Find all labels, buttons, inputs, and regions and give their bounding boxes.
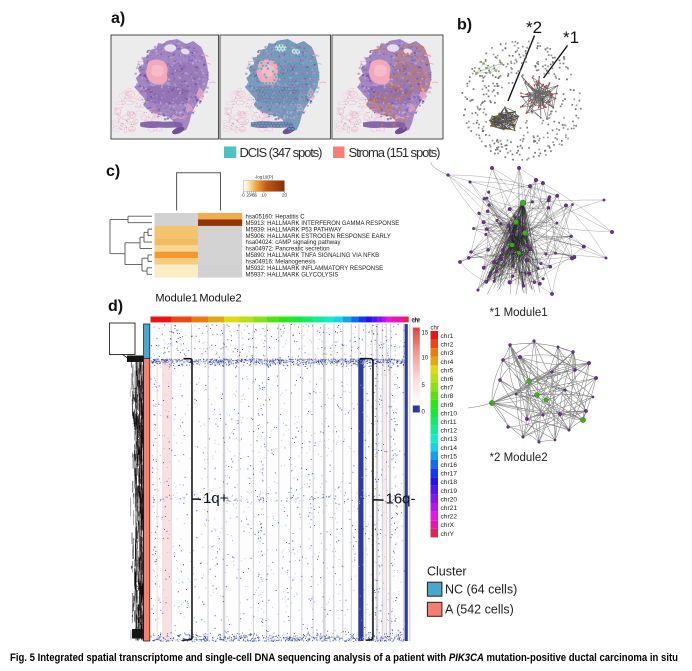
- svg-text:Cluster: Cluster: [427, 565, 467, 579]
- svg-text:20: 20: [282, 193, 288, 198]
- svg-text:M5913: HALLMARK INTERFERON GAM: M5913: HALLMARK INTERFERON GAMMA RESPONS…: [246, 221, 400, 227]
- svg-text:c): c): [106, 163, 120, 180]
- svg-text:chr5: chr5: [441, 367, 454, 374]
- svg-text:a): a): [111, 10, 125, 27]
- svg-text:4: 4: [250, 193, 253, 198]
- svg-text:chr4: chr4: [441, 359, 454, 366]
- svg-text:chr: chr: [412, 318, 420, 324]
- svg-text:chr19: chr19: [441, 488, 458, 495]
- svg-text:chr20: chr20: [441, 496, 458, 503]
- svg-text:chr13: chr13: [441, 436, 458, 443]
- svg-text:chr8: chr8: [441, 393, 454, 400]
- svg-text:*2: *2: [526, 18, 542, 37]
- svg-text:*2 Module2: *2 Module2: [490, 452, 548, 464]
- svg-text:Stroma (151 spots): Stroma (151 spots): [349, 145, 441, 160]
- svg-text:chr15: chr15: [441, 453, 458, 460]
- svg-text:DCIS (347 spots): DCIS (347 spots): [240, 145, 323, 160]
- svg-text:chr12: chr12: [441, 428, 458, 435]
- svg-text:M5906: HALLMARK ESTROGEN RESPO: M5906: HALLMARK ESTROGEN RESPONSE EARLY: [246, 234, 391, 240]
- svg-text:chr7: chr7: [441, 385, 454, 392]
- svg-text:0: 0: [242, 193, 245, 198]
- svg-text:chr17: chr17: [441, 471, 458, 478]
- svg-text:M5932: HALLMARK INFLAMMATORY R: M5932: HALLMARK INFLAMMATORY RESPONSE: [246, 266, 384, 272]
- svg-text:chr10: chr10: [441, 410, 458, 417]
- svg-text:chr: chr: [412, 319, 420, 325]
- svg-text:chrY: chrY: [441, 531, 455, 538]
- svg-text:5: 5: [422, 383, 426, 389]
- svg-text:*1: *1: [563, 28, 579, 47]
- svg-text:6: 6: [255, 193, 258, 198]
- svg-text:d): d): [108, 298, 123, 315]
- svg-text:hsa04916: Melanogenesis: hsa04916: Melanogenesis: [246, 260, 316, 266]
- svg-text:chr2: chr2: [441, 342, 454, 349]
- svg-text:chr18: chr18: [441, 479, 458, 486]
- svg-text:chr3: chr3: [441, 350, 454, 357]
- svg-text:A (542 cells): A (542 cells): [445, 603, 514, 617]
- svg-text:2: 2: [246, 193, 249, 198]
- svg-text:chr14: chr14: [441, 445, 458, 452]
- svg-text:5: 5: [252, 193, 255, 198]
- svg-text:NC (64 cells): NC (64 cells): [445, 583, 517, 597]
- svg-text:chr11: chr11: [441, 419, 457, 426]
- svg-text:Module2: Module2: [199, 293, 241, 305]
- svg-text:15: 15: [422, 331, 429, 337]
- svg-text:M5939: HALLMARK P53 PATHWAY: M5939: HALLMARK P53 PATHWAY: [246, 227, 342, 233]
- svg-text:16q-: 16q-: [386, 491, 416, 508]
- svg-text:M5937: HALLMARK GLYCOLYSIS: M5937: HALLMARK GLYCOLYSIS: [246, 272, 339, 278]
- svg-text:hsa04972: Pancreatic secretion: hsa04972: Pancreatic secretion: [246, 247, 330, 253]
- svg-text:3: 3: [248, 193, 251, 198]
- svg-text:b): b): [457, 17, 472, 34]
- svg-text:10: 10: [422, 356, 429, 362]
- svg-text:10: 10: [261, 193, 267, 198]
- svg-text:chr1: chr1: [441, 333, 454, 340]
- svg-text:Fig. 5 Integrated spatial tran: Fig. 5 Integrated spatial transcriptome …: [10, 652, 678, 664]
- svg-text:chrX: chrX: [441, 522, 455, 529]
- svg-text:chr6: chr6: [441, 376, 454, 383]
- svg-text:M5890: HALLMARK TNFA SIGNALING: M5890: HALLMARK TNFA SIGNALING VIA NFKB: [246, 253, 380, 259]
- svg-text:chr: chr: [431, 326, 439, 332]
- svg-text:hsa05160: Hepatitis C: hsa05160: Hepatitis C: [246, 214, 306, 220]
- svg-text:chr22: chr22: [441, 514, 458, 521]
- svg-text:1q+: 1q+: [203, 490, 229, 507]
- svg-text:*1 Module1: *1 Module1: [490, 307, 548, 319]
- svg-text:chr16: chr16: [441, 462, 458, 469]
- svg-text:chr21: chr21: [441, 505, 458, 512]
- svg-text:Module1: Module1: [155, 293, 197, 305]
- svg-text:chr9: chr9: [441, 402, 454, 409]
- svg-text:0: 0: [422, 410, 426, 416]
- svg-text:-log10(P): -log10(P): [255, 175, 274, 180]
- svg-text:hsa04024: cAMP signaling pathw: hsa04024: cAMP signaling pathway: [246, 240, 341, 246]
